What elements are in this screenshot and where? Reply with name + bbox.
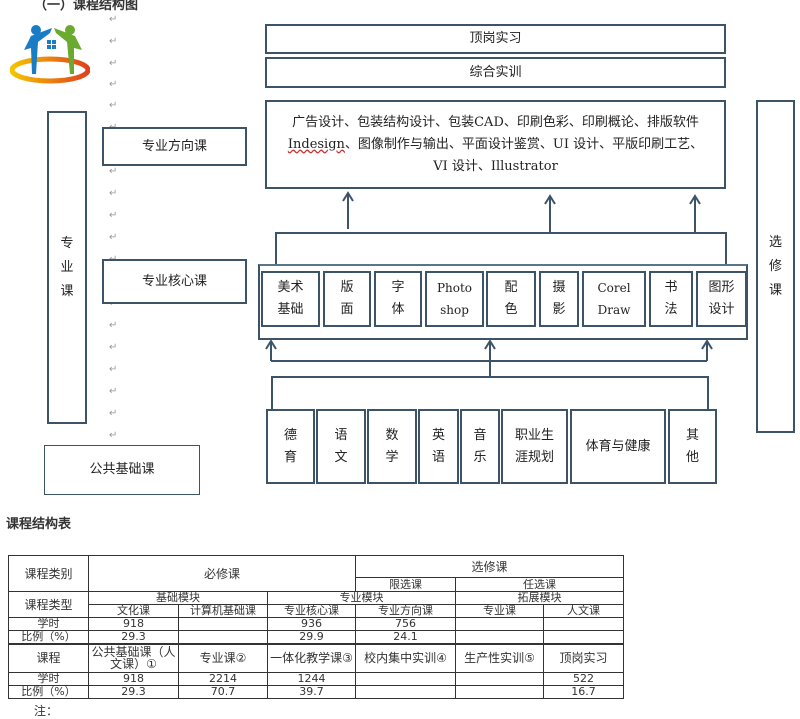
optional-elective-header: 任选课 [455,577,625,592]
basic-course-item: 职业生涯规划 [501,409,568,484]
comprehensive-training-label: 综合实训 [469,64,522,80]
table-row: 课程类型 基础模块 专业模块 拓展模块 [8,591,625,618]
extension-module-header: 拓展模块 [455,591,625,605]
core-course-item: 图形设计 [696,271,747,327]
direction-courses-box: 广告设计、包装结构设计、包装CAD、印刷色彩、印刷概论、排版软件 Indesig… [265,100,726,189]
section-title: （一）课程结构图 [34,0,139,13]
comprehensive-training-box: 综合实训 [265,57,726,88]
core-course-box: 专业核心课 [102,259,247,304]
core-courses-container [258,264,748,340]
core-course-item: 美术基础 [261,271,320,327]
table-row: 比例（%） 29.3 70.7 39.7 16.7 [8,684,625,699]
direction-course-label: 专业方向课 [141,138,207,154]
basic-course-item: 德育 [266,409,315,484]
basic-course-item: 数学 [367,409,417,484]
basic-course-item: 英语 [418,409,459,484]
major-course-box: 专 业 课 [47,111,87,424]
public-basic-course-label: 公共基础课 [89,462,155,477]
direction-courses-line3: VI 设计、Illustrator [433,158,558,174]
table-row: 学时 918 2214 1244 522 [8,671,625,686]
elective-header: 选修课 [355,555,625,578]
note-label: 注： [34,704,59,718]
direction-courses-line2: Indesign、图像制作与输出、平面设计鉴赏、UI 设计、平版印刷工艺、 [287,136,704,152]
core-course-label: 专业核心课 [141,273,207,289]
limited-elective-header: 限选课 [355,577,457,592]
basic-module-header: 基础模块 [88,591,268,605]
basic-course-item: 其他 [668,409,717,484]
table-row: 课程类别 必修课 选修课 [8,555,625,592]
elective-course-box: 选 修 课 [756,100,795,433]
table-row: 限选课 任选课 [9,577,625,592]
elective-course-label: 选 修 课 [768,234,782,298]
major-course-label: 专 业 课 [60,235,74,299]
core-course-item: 配色 [486,271,536,327]
table-row: 文化课 计算机基础课 专业核心课 专业方向课 专业课 人文课 [9,604,625,618]
required-header: 必修课 [87,555,357,592]
house-people-logo-icon [10,25,90,84]
major-module-header: 专业模块 [266,591,457,605]
public-basic-course-box: 公共基础课 [44,445,200,495]
course-structure-table: 课程类别 必修课 选修课 限选课 任选课 课程类型 基础模块 专业模块 拓展模块… [8,555,625,699]
basic-course-item: 语文 [316,409,366,484]
indesign-text: Indesign [287,136,345,152]
basic-course-item: 音乐 [460,409,500,484]
table-row: 比例（%） 29.3 29.9 24.1 [8,630,625,645]
internship-label: 顶岗实习 [469,31,522,46]
category-label: 课程类别 [8,555,89,592]
table-row: 学时 918 936 756 [8,617,625,631]
core-course-item: 字体 [374,271,422,327]
internship-box: 顶岗实习 [265,24,726,54]
table-title: 课程结构表 [6,517,72,532]
core-course-item: 版面 [323,271,371,327]
table-row: 课程 公共基础课（人文课）① 专业课② 一体化教学课③ 校内集中实训④ 生产性实… [8,643,625,673]
direction-course-box: 专业方向课 [102,127,247,166]
basic-course-item: 体育与健康 [570,409,666,484]
type-label: 课程类型 [8,591,89,618]
direction-courses-line1: 广告设计、包装结构设计、包装CAD、印刷色彩、印刷概论、排版软件 [292,114,699,130]
core-course-item: 书法 [649,271,693,327]
core-course-item: 摄影 [539,271,579,327]
